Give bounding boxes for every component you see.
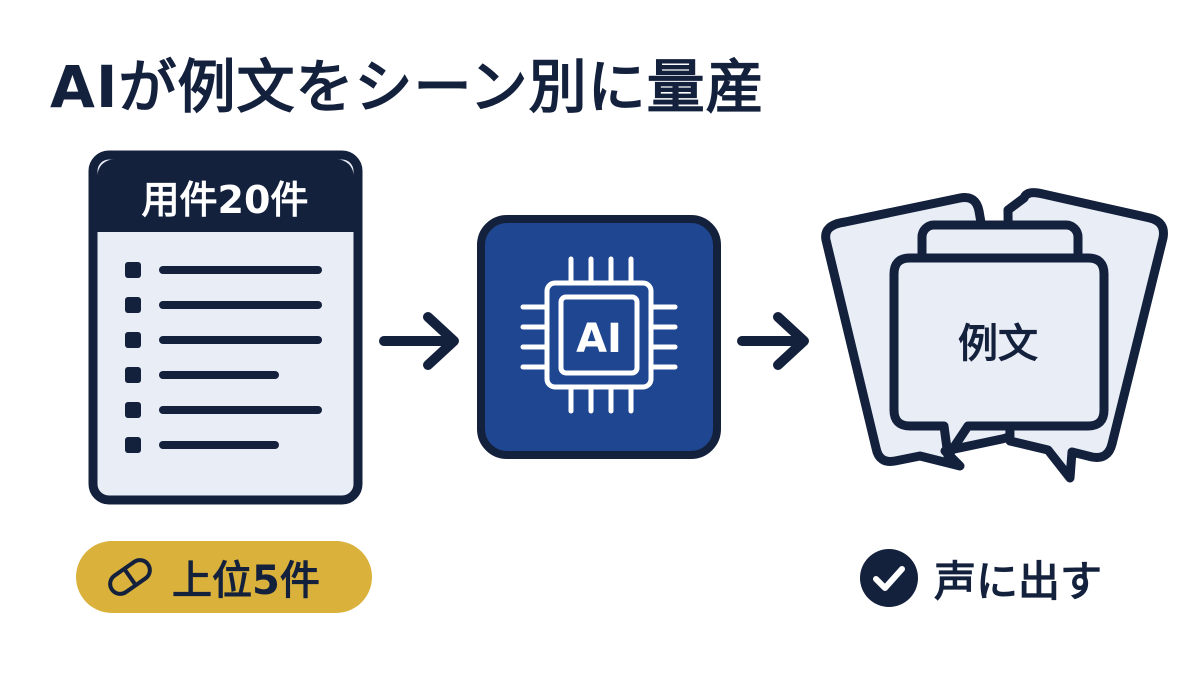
speech-card-front (889, 253, 1109, 461)
list-card: 用件20件 (88, 150, 363, 505)
list-item (125, 332, 322, 348)
ai-chip-box: AI (477, 215, 721, 459)
arrow-right-icon (379, 312, 459, 370)
page-title: AIが例文をシーン別に量産 (50, 53, 765, 121)
ai-chip-label: AI (576, 316, 622, 362)
list-item (125, 437, 279, 453)
check-circle-icon (860, 549, 918, 607)
list-card-header-bg (97, 159, 354, 232)
capsule-icon (108, 558, 152, 596)
ai-box-background (477, 215, 721, 459)
list-item-bullet (125, 437, 141, 453)
list-item (125, 297, 322, 313)
arrow-right-icon (737, 312, 809, 370)
list-item (125, 262, 322, 278)
list-item-bullet (125, 297, 141, 313)
list-item-bullet (125, 262, 141, 278)
list-item-bullet (125, 332, 141, 348)
list-card-header: 用件20件 (142, 178, 309, 222)
list-item-bullet (125, 402, 141, 418)
output-cards (821, 188, 1168, 483)
list-items (125, 262, 322, 453)
speak-aloud-label: 声に出す (934, 556, 1103, 606)
list-item (125, 402, 322, 418)
top-five-label: 上位5件 (172, 558, 320, 604)
list-item (125, 367, 279, 383)
chip-icon (520, 256, 678, 414)
output-card-label: 例文 (958, 321, 1038, 367)
speak-aloud-indicator: 声に出す (858, 546, 1102, 610)
top-five-badge: 上位5件 (76, 541, 372, 613)
list-item-bullet (125, 367, 141, 383)
